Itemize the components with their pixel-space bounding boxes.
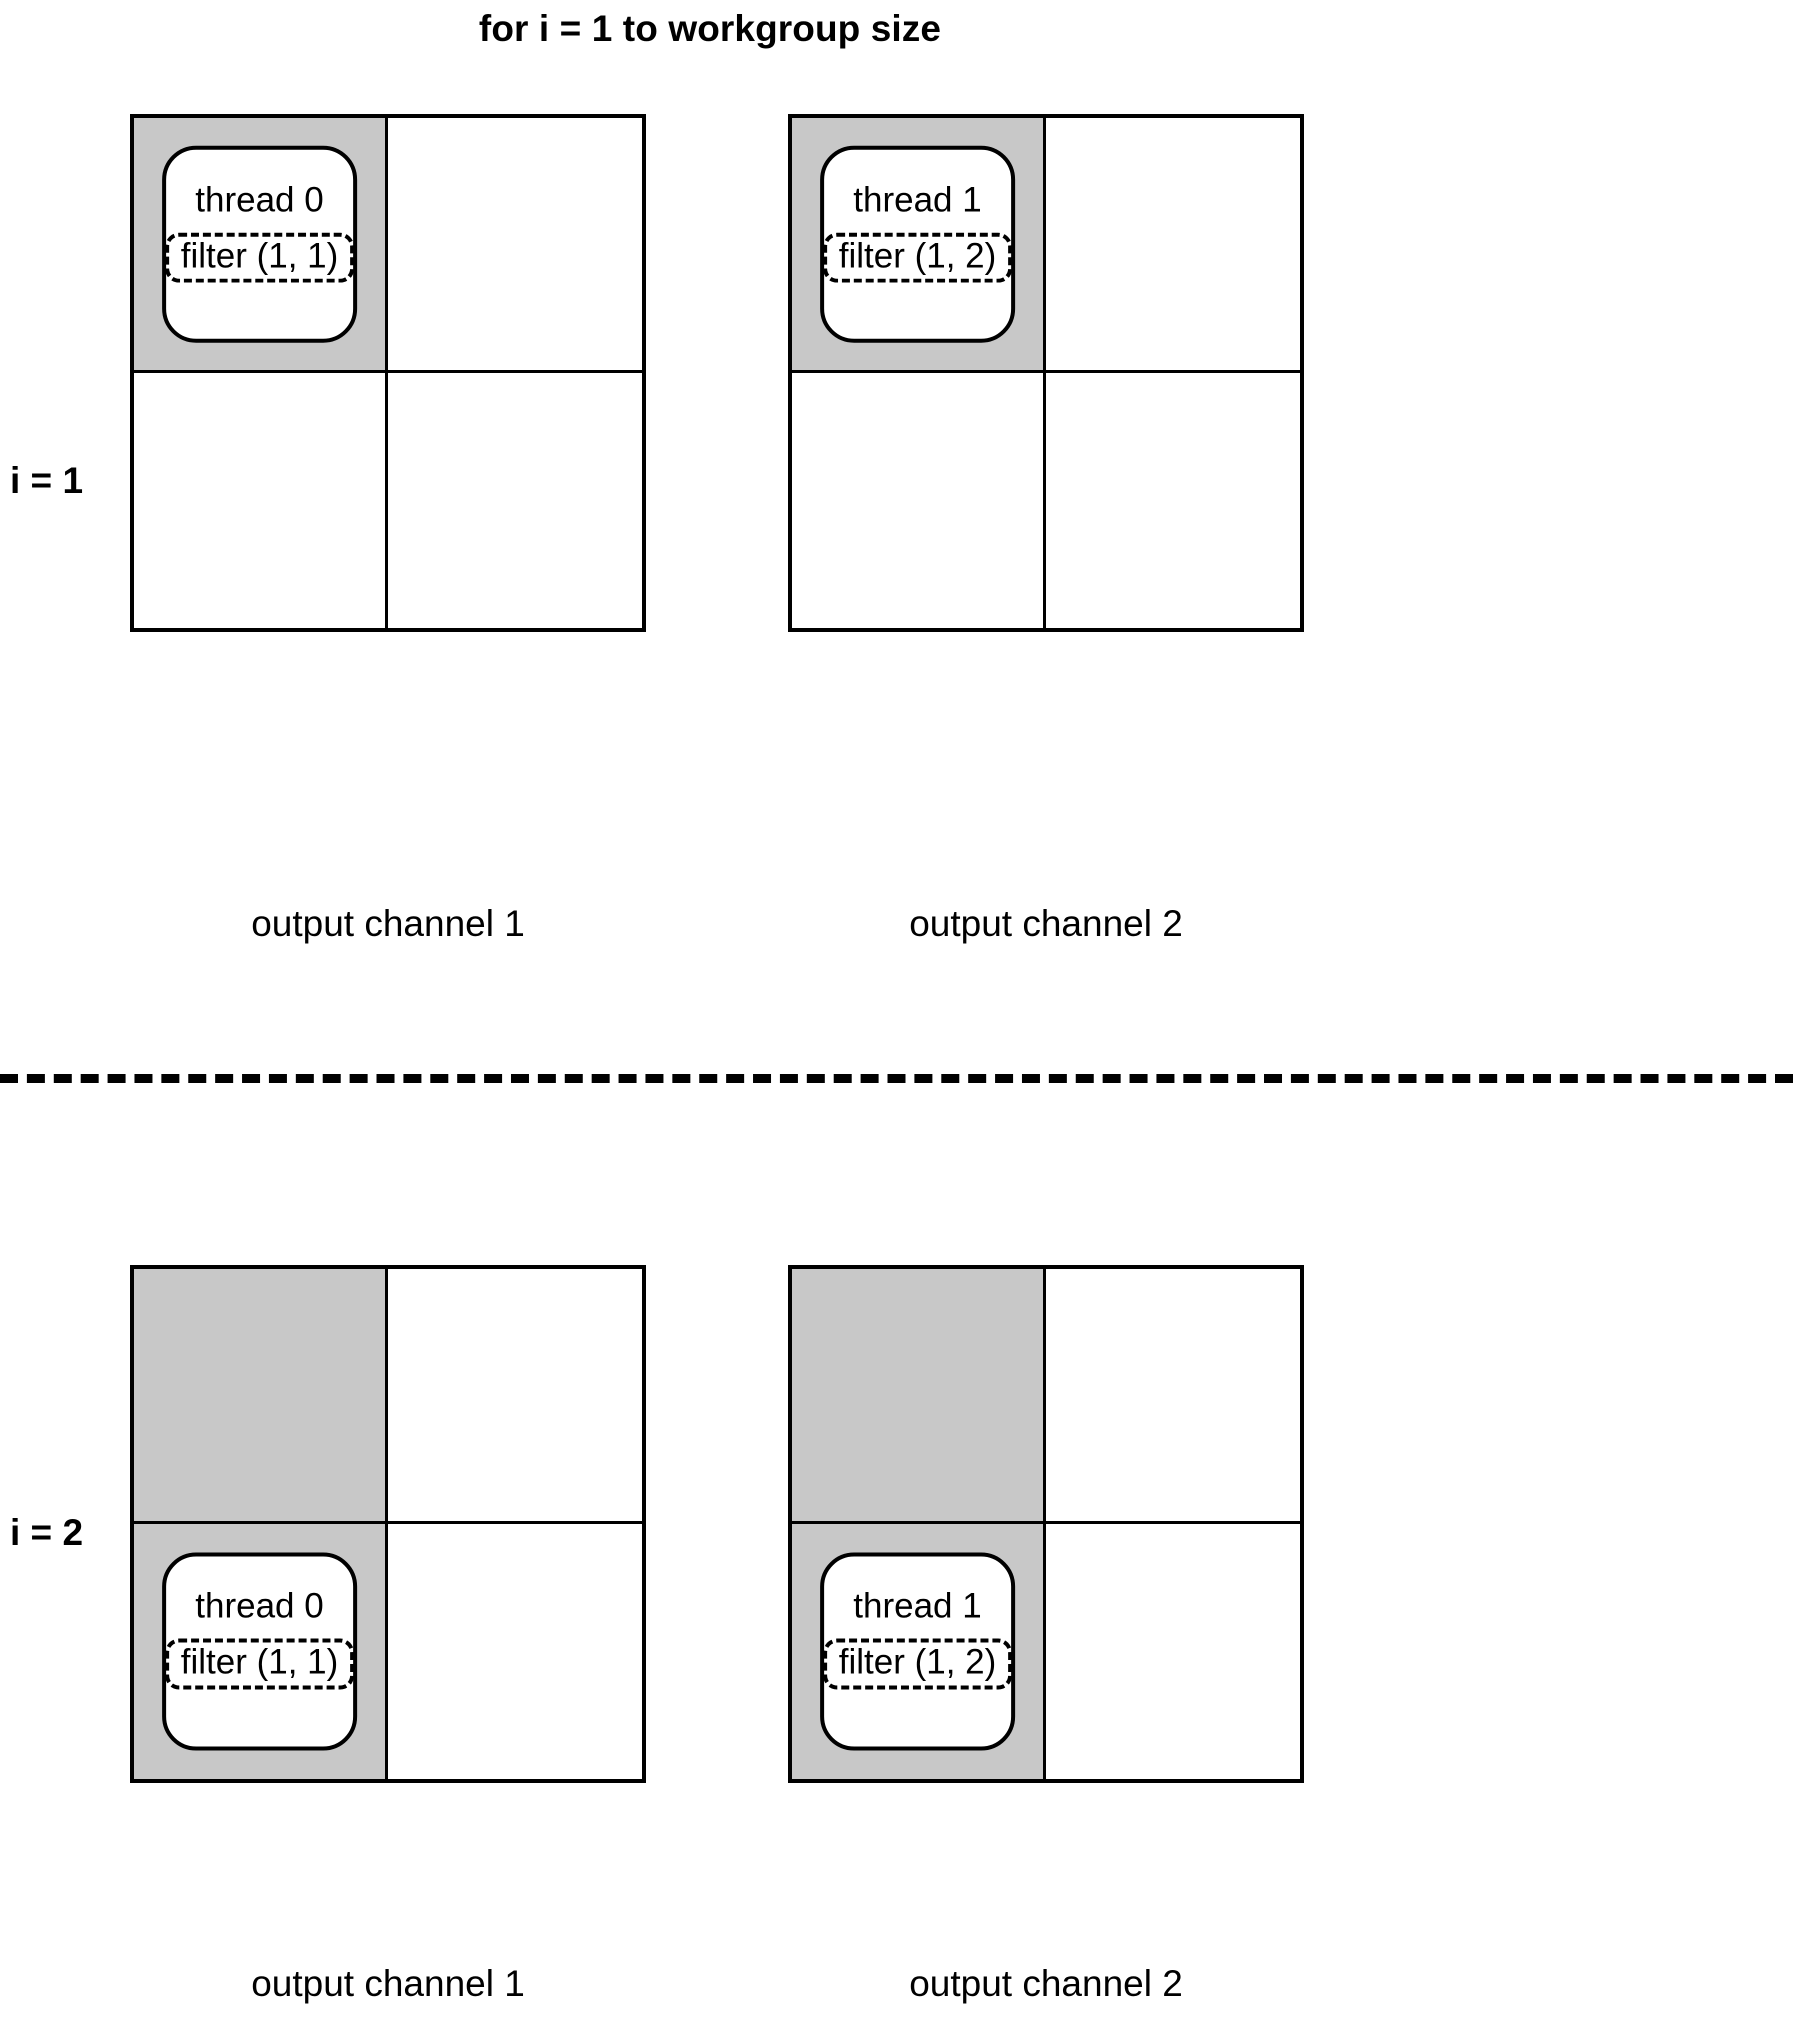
thread-box[interactable]: thread 0 filter (1, 1) <box>161 145 358 343</box>
output-channel-grid-1-1: thread 0 filter (1, 1) <box>130 114 646 632</box>
filter-box: filter (1, 2) <box>822 1638 1013 1690</box>
grid-cell-r0c0[interactable] <box>792 1269 1046 1524</box>
thread-label: thread 1 <box>853 1586 982 1626</box>
filter-label: filter (1, 1) <box>180 1642 339 1682</box>
grid-cell-r1c1[interactable] <box>388 373 642 628</box>
loop-title: for i = 1 to workgroup size <box>478 8 942 49</box>
output-channel-grid-1-2: thread 1 filter (1, 2) <box>788 114 1304 632</box>
grid-cell-r1c0[interactable] <box>134 373 388 628</box>
thread-label: thread 1 <box>853 180 982 220</box>
thread-label: thread 0 <box>195 1586 324 1626</box>
grid-cell-r1c1[interactable] <box>388 1524 642 1779</box>
output-channel-caption-2-2: output channel 2 <box>909 1963 1183 2004</box>
grid-cell-r0c0[interactable] <box>134 1269 388 1524</box>
filter-box: filter (1, 2) <box>822 232 1013 284</box>
output-channel-grid-2-2: thread 1 filter (1, 2) <box>788 1265 1304 1783</box>
output-channel-caption-2-1: output channel 1 <box>251 1963 525 2004</box>
output-channel-caption-1-1: output channel 1 <box>251 903 525 944</box>
section-divider <box>0 1074 1793 1083</box>
grid-cell-r0c1[interactable] <box>388 1269 642 1524</box>
grid-cell-r0c1[interactable] <box>1046 1269 1300 1524</box>
output-channel-caption-1-2: output channel 2 <box>909 903 1183 944</box>
grid-cell-r1c0[interactable] <box>792 373 1046 628</box>
grid-cell-r1c1[interactable] <box>1046 373 1300 628</box>
grid-cell-r0c0[interactable]: thread 0 filter (1, 1) <box>134 118 388 373</box>
grid-cell-r1c0[interactable]: thread 1 filter (1, 2) <box>792 1524 1046 1779</box>
thread-box[interactable]: thread 1 filter (1, 2) <box>819 145 1016 343</box>
grid-cell-r0c1[interactable] <box>1046 118 1300 373</box>
filter-label: filter (1, 1) <box>180 236 339 276</box>
thread-label: thread 0 <box>195 180 324 220</box>
filter-label: filter (1, 2) <box>838 236 997 276</box>
grid-cell-r0c1[interactable] <box>388 118 642 373</box>
iteration-label-1: i = 1 <box>10 460 84 501</box>
filter-label: filter (1, 2) <box>838 1642 997 1682</box>
filter-box: filter (1, 1) <box>164 1638 355 1690</box>
thread-box[interactable]: thread 1 filter (1, 2) <box>819 1552 1016 1751</box>
output-channel-grid-2-1: thread 0 filter (1, 1) <box>130 1265 646 1783</box>
grid-cell-r1c0[interactable]: thread 0 filter (1, 1) <box>134 1524 388 1779</box>
thread-box[interactable]: thread 0 filter (1, 1) <box>161 1552 358 1751</box>
grid-cell-r0c0[interactable]: thread 1 filter (1, 2) <box>792 118 1046 373</box>
filter-box: filter (1, 1) <box>164 232 355 284</box>
iteration-label-2: i = 2 <box>10 1512 84 1553</box>
grid-cell-r1c1[interactable] <box>1046 1524 1300 1779</box>
